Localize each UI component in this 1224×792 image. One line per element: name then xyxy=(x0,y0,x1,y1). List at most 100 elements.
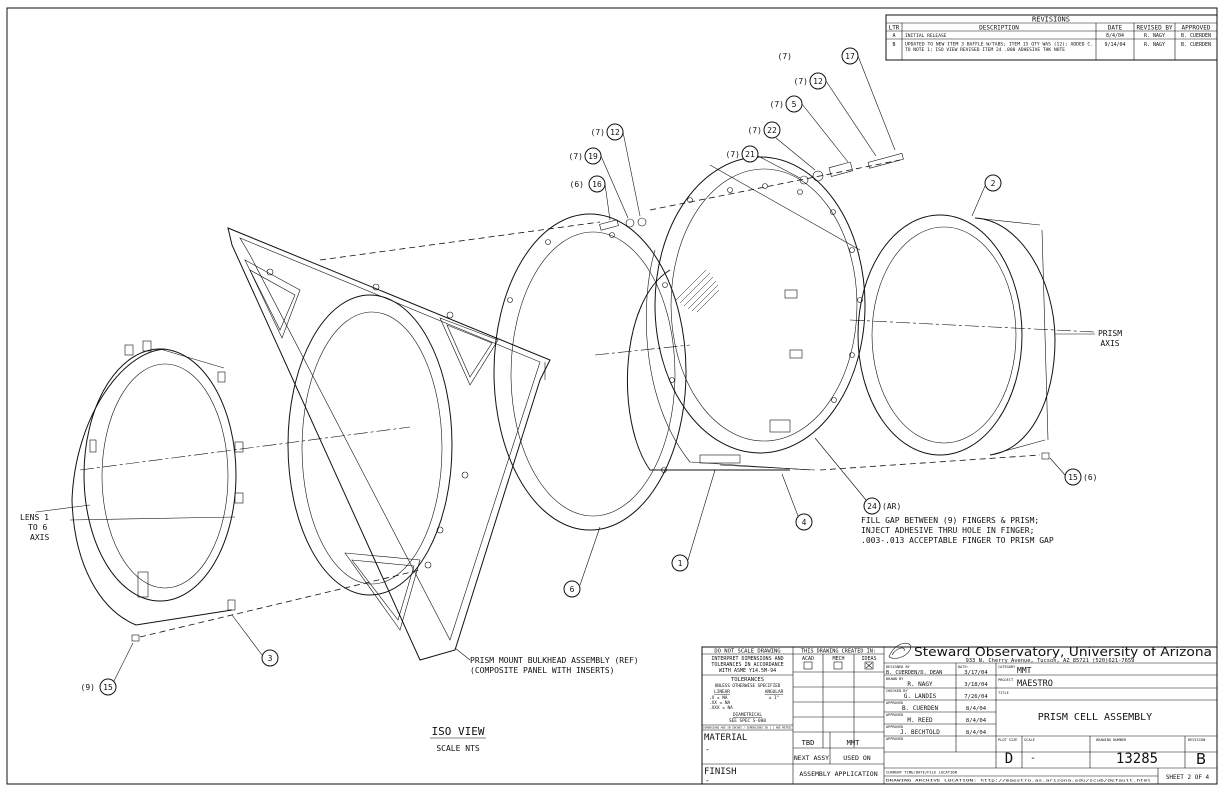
prism-cell-item-1 xyxy=(594,156,866,471)
sheet-border xyxy=(6,7,1218,785)
drawn-date: 3/18/04 xyxy=(964,682,988,688)
balloon-qty: (7) xyxy=(591,128,605,137)
finish-value: - xyxy=(705,776,710,785)
diam-spec: SEE SPEC S-000 xyxy=(729,718,766,724)
finish-label: FINISH xyxy=(704,767,737,777)
balloon-number: 12 xyxy=(610,128,620,137)
assembly-application: ASSEMBLY APPLICATION xyxy=(799,770,877,778)
drawing-number-label: DRAWING NUMBER xyxy=(1096,738,1127,742)
interpret-note: WITH ASME Y14.5M-94 xyxy=(719,668,776,674)
angular-label: ANGULAR xyxy=(765,689,784,695)
cad-ideas: IDEAS xyxy=(861,656,876,662)
tolerances-title: TOLERANCES xyxy=(731,677,764,683)
rev-row-ltr: A xyxy=(892,33,895,39)
next-assy: NEXT ASSY xyxy=(794,754,829,762)
balloon-4 xyxy=(795,513,813,531)
balloon-qty: (7) xyxy=(770,100,784,109)
balloon-number: 3 xyxy=(268,654,273,663)
balloon-number: 2 xyxy=(991,179,996,188)
checked-by: G. LANDIS xyxy=(904,693,937,700)
material-value: - xyxy=(705,745,710,754)
tolerances-sub: UNLESS OTHERWISE SPECIFIED xyxy=(715,683,781,688)
rev-header-ltr: LTR xyxy=(889,25,900,32)
rev-row-date: 9/14/04 xyxy=(1104,42,1125,48)
balloon-15 xyxy=(99,678,117,696)
approved-label: APPROVED xyxy=(886,701,903,705)
linear-label: LINEAR xyxy=(714,689,730,695)
do-not-scale: DO NOT SCALE DRAWING xyxy=(714,649,780,655)
rev-row-desc: INITIAL RELEASE xyxy=(905,33,947,39)
interpret-note: INTERPRET DIMENSIONS AND xyxy=(711,656,783,662)
approved-2: M. REED xyxy=(907,717,933,724)
approved-3: J. BECHTOLD xyxy=(900,729,940,736)
tol-line: .XXX = NA xyxy=(709,705,733,711)
organization-name: Steward Observatory, University of Arizo… xyxy=(914,644,1212,659)
balloon-number: 24 xyxy=(867,502,877,511)
tol-line: .X = NA xyxy=(709,695,728,701)
approved-2-date: 8/4/04 xyxy=(966,718,987,724)
view-title: ISO VIEW SCALE NTS xyxy=(430,725,486,753)
units-note: DIMENSIONS ARE IN INCHES / DIMENSIONS IN… xyxy=(703,726,792,730)
rev-header-date: DATE xyxy=(1108,25,1123,32)
category-label: CATEGORY xyxy=(998,665,1016,669)
tol-line: .XX = NA xyxy=(709,700,731,706)
approved-3-date: 8/4/04 xyxy=(966,730,987,736)
tbd-value: TBD xyxy=(802,739,815,747)
angular-value: ± 1° xyxy=(769,695,780,701)
balloon-qty: (7) xyxy=(778,52,792,61)
used-on: USED ON xyxy=(843,754,870,762)
drawing-number: 13285 xyxy=(1116,751,1158,767)
balloon-number: 22 xyxy=(767,126,777,135)
revisions-title: REVISIONS xyxy=(1032,16,1070,24)
created-in: THIS DRAWING CREATED IN: xyxy=(801,649,876,655)
rev-row-approved: B. CUERDEN xyxy=(1181,42,1211,48)
checked-date: 7/26/04 xyxy=(964,694,988,700)
cad-mech-checkbox xyxy=(833,661,843,670)
plot-size: D xyxy=(1005,751,1013,767)
revisions-table: REVISIONS LTR DESCRIPTION DATE REVISED B… xyxy=(885,14,1218,61)
balloon-number: 5 xyxy=(792,100,797,109)
cad-acad-checkbox xyxy=(803,661,813,670)
bulkhead-assembly xyxy=(227,227,551,661)
approved-1: B. CUERDEN xyxy=(902,705,939,712)
balloon-number: 19 xyxy=(588,152,598,161)
balloon-3 xyxy=(261,649,279,667)
checked-by-label: CHECKED BY xyxy=(886,689,908,693)
lens-axis-label: AXIS xyxy=(30,533,49,542)
approved-label: APPROVED xyxy=(886,725,903,729)
current-time-label: CURRENT TIME/DATE/FILE LOCATION xyxy=(886,770,958,775)
lens-baffle-item-3 xyxy=(69,340,411,626)
balloon-1 xyxy=(671,554,689,572)
bulkhead-note: PRISM MOUNT BULKHEAD ASSEMBLY (REF) xyxy=(470,656,639,665)
rev-row-date: 8/4/04 xyxy=(1106,33,1124,39)
ring-item-2 xyxy=(849,214,1096,456)
prism-axis-label: AXIS xyxy=(1100,339,1119,348)
date-label: DATE: xyxy=(958,665,969,669)
revision: B xyxy=(1196,750,1206,768)
cad-ideas-checkbox xyxy=(864,661,874,670)
balloon-number: 4 xyxy=(802,518,807,527)
sheet-number: SHEET 2 OF 4 xyxy=(1166,774,1210,781)
bulkhead-note: (COMPOSITE PANEL WITH INSERTS) xyxy=(470,666,615,675)
category: MMT xyxy=(1017,666,1032,675)
adhesive-hatch xyxy=(675,269,720,313)
prism-axis-label: PRISM xyxy=(1098,329,1122,338)
balloon-number: 15 xyxy=(103,683,113,692)
balloon-qty: (AR) xyxy=(882,502,901,511)
balloon-qty: (6) xyxy=(570,180,584,189)
balloon-qty: (6) xyxy=(1083,473,1097,482)
balloon-2 xyxy=(984,174,1002,192)
mmt-value: MMT xyxy=(847,739,860,747)
balloon-number: 17 xyxy=(845,52,855,61)
approved-1-date: 8/4/04 xyxy=(966,706,987,712)
balloon-6 xyxy=(563,580,581,598)
archive-location: DRAWING ARCHIVE LOCATION: http://maestro… xyxy=(886,779,1151,783)
scale-label: SCALE xyxy=(1024,738,1035,742)
balloon-15 xyxy=(1064,468,1082,486)
balloon-number: 21 xyxy=(745,150,755,159)
adhesive-note: FILL GAP BETWEEN (9) FINGERS & PRISM; xyxy=(861,516,1039,525)
cad-acad: ACAD xyxy=(802,656,814,662)
cad-mech: MECH xyxy=(832,656,844,662)
iso-view-label: ISO VIEW xyxy=(432,725,485,738)
title-label: TITLE xyxy=(998,691,1009,695)
